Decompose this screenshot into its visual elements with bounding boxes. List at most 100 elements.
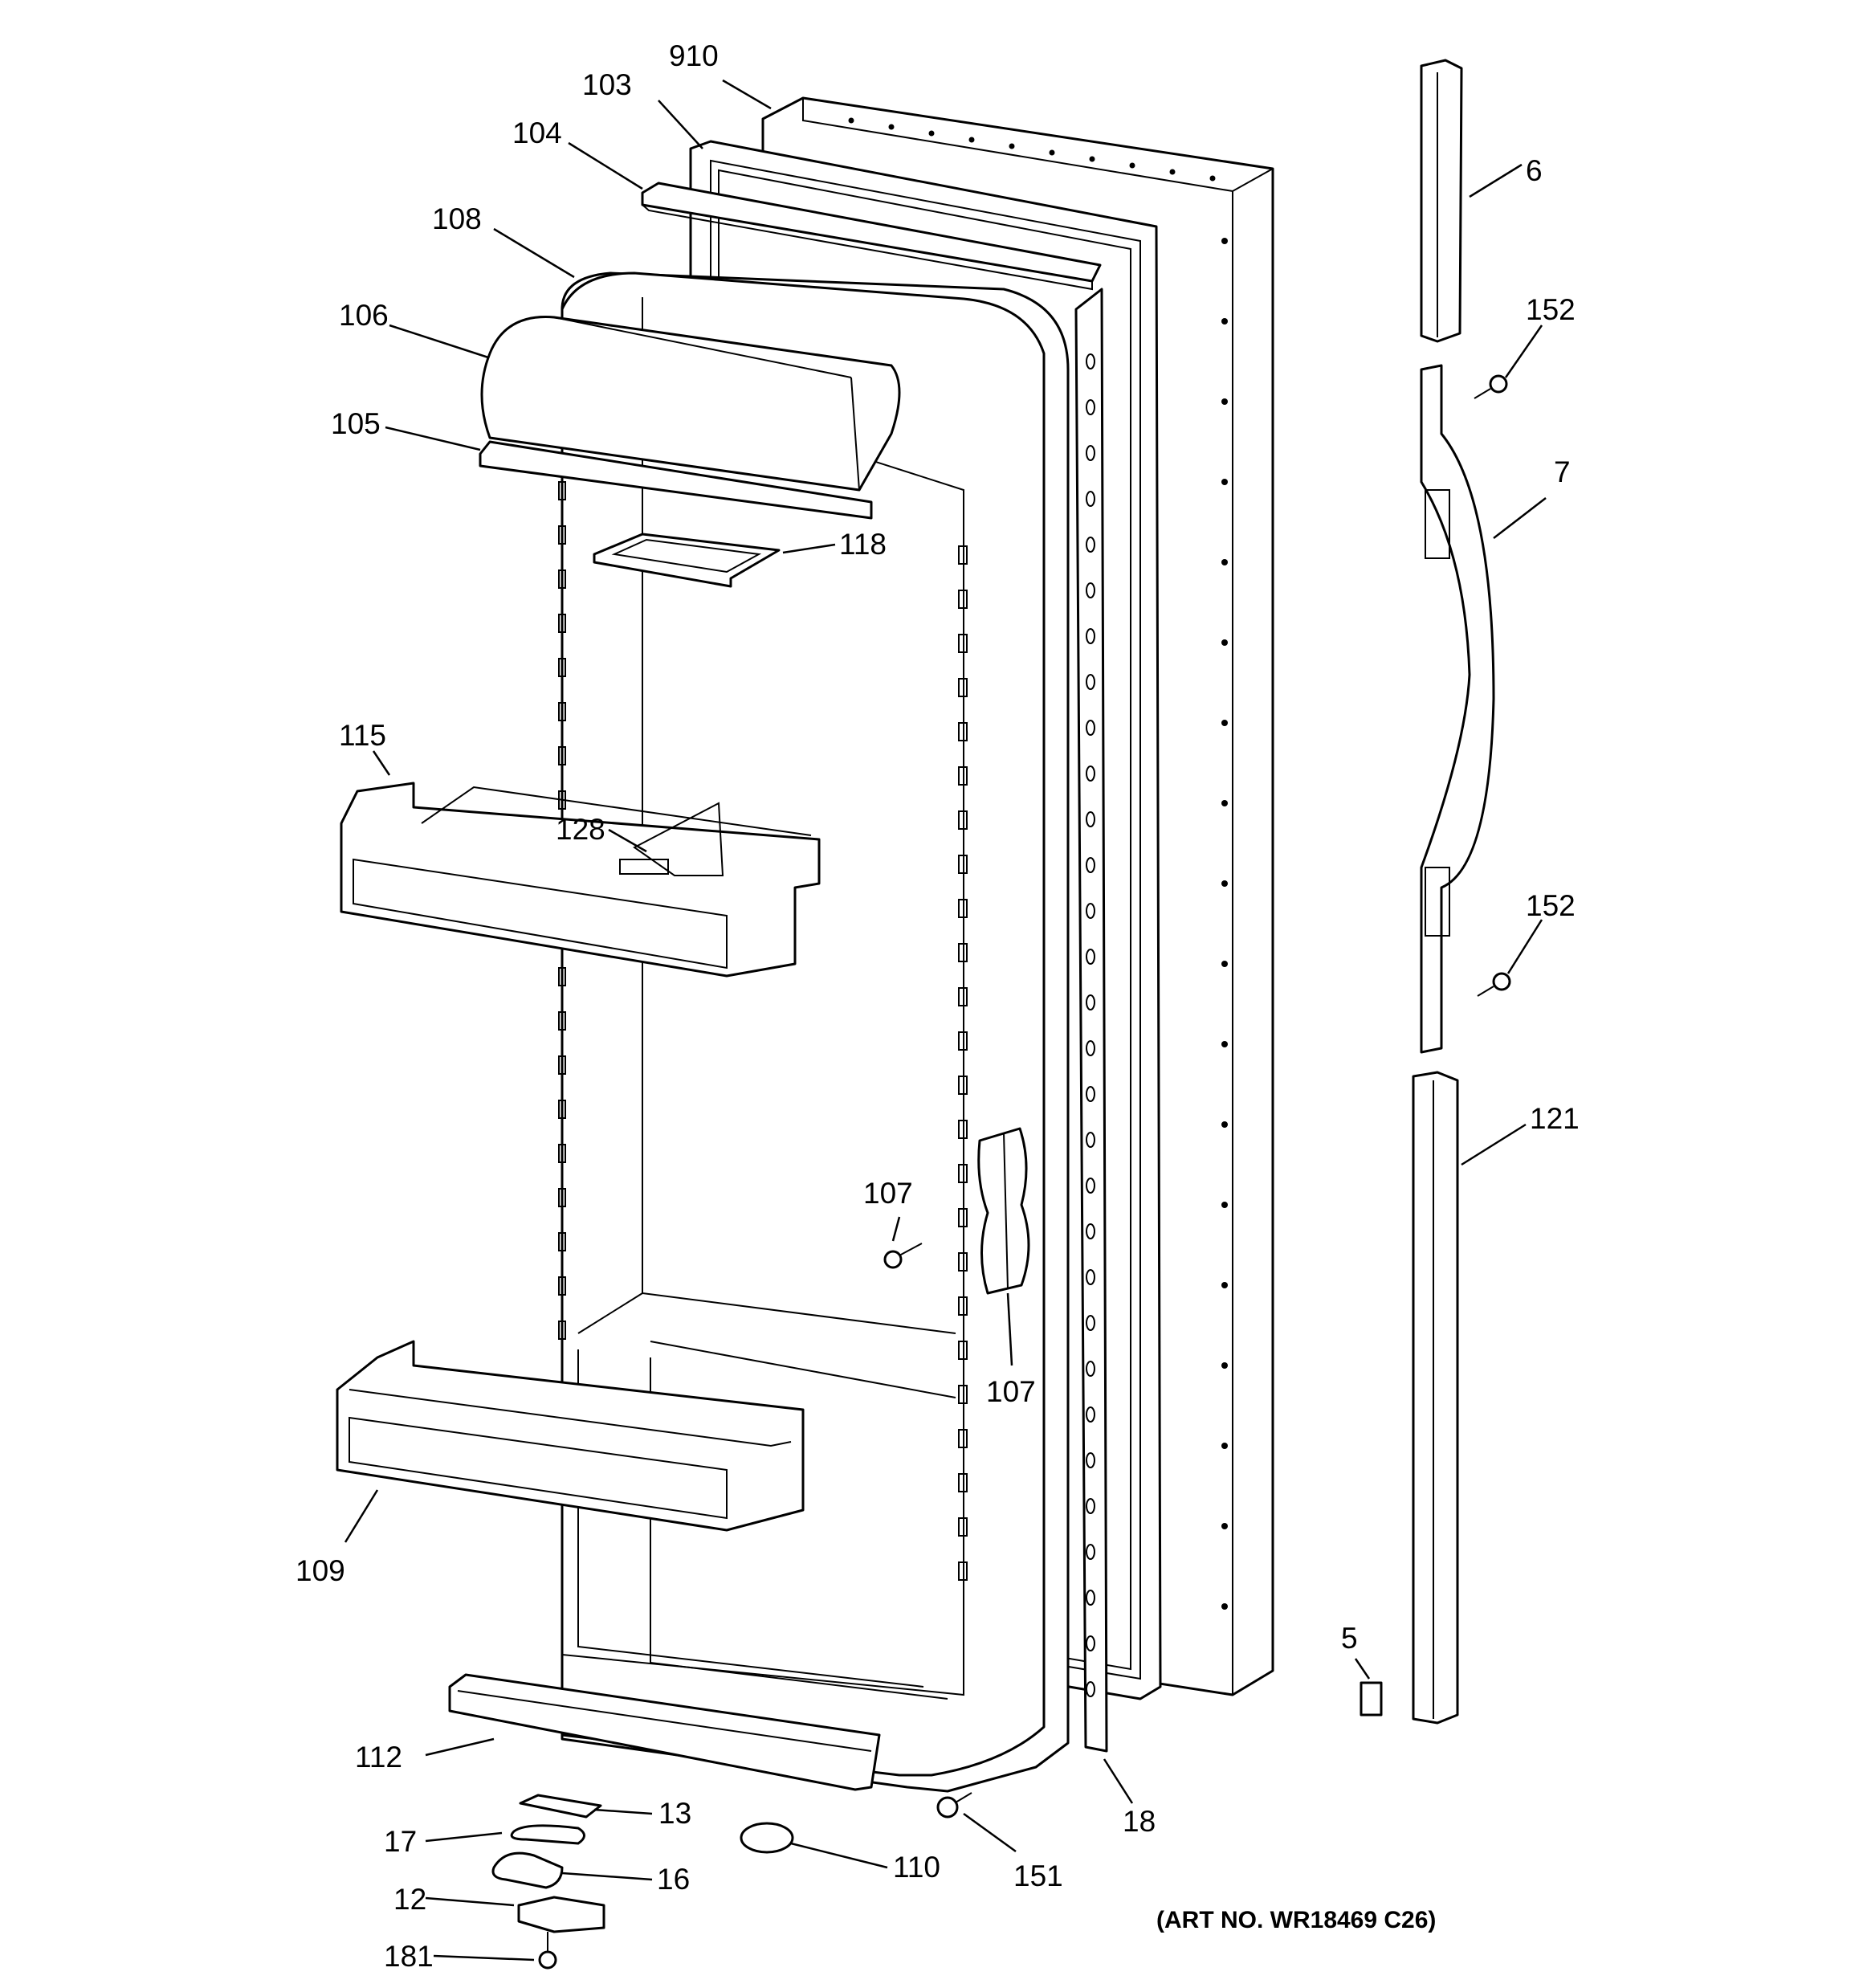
panel-hole bbox=[1221, 1523, 1228, 1529]
shelf-slot bbox=[558, 1011, 566, 1031]
screw-151 bbox=[936, 1792, 972, 1819]
label-16: 16 bbox=[657, 1863, 690, 1896]
shelf-slot bbox=[958, 722, 968, 741]
strip-hole bbox=[1086, 1178, 1095, 1194]
panel-hole bbox=[1221, 559, 1228, 565]
panel-hole bbox=[848, 117, 854, 124]
shelf-slot bbox=[558, 702, 566, 721]
strip-hole bbox=[1086, 720, 1095, 736]
handle-lower-trim bbox=[1412, 1071, 1459, 1725]
strip-hole bbox=[1086, 1498, 1095, 1514]
egg-tray bbox=[593, 533, 781, 588]
shelf-slot bbox=[558, 1144, 566, 1163]
shelf-slot bbox=[958, 1296, 968, 1316]
hinge-strip bbox=[1074, 288, 1108, 1753]
shelf-slot bbox=[958, 634, 968, 653]
panel-hole bbox=[1221, 800, 1228, 806]
clip-5 bbox=[1360, 1681, 1383, 1717]
shelf-slot bbox=[958, 1120, 968, 1139]
panel-hole bbox=[968, 137, 975, 143]
strip-hole bbox=[1086, 811, 1095, 827]
label-128: 128 bbox=[556, 813, 605, 846]
label-112: 112 bbox=[355, 1741, 402, 1774]
screw-152-lower bbox=[1477, 972, 1511, 997]
panel-hole bbox=[888, 124, 895, 130]
label-104: 104 bbox=[512, 116, 562, 149]
shelf-slot bbox=[958, 1164, 968, 1183]
shelf-slot bbox=[558, 525, 566, 545]
shelf-slot bbox=[958, 899, 968, 918]
strip-hole bbox=[1086, 1681, 1095, 1697]
shelf-slot bbox=[958, 943, 968, 962]
label-118: 118 bbox=[839, 528, 887, 561]
shelf-slot bbox=[958, 1252, 968, 1272]
panel-hole bbox=[1221, 961, 1228, 967]
handle-top-cap bbox=[1420, 59, 1463, 343]
shelf-slot bbox=[958, 590, 968, 609]
shelf-slot bbox=[958, 1473, 968, 1492]
hinge-bracket bbox=[977, 1127, 1030, 1295]
shelf-slot bbox=[958, 1385, 968, 1404]
label-152-lower: 152 bbox=[1526, 889, 1576, 922]
panel-hole bbox=[1221, 398, 1228, 405]
panel-hole bbox=[1221, 318, 1228, 325]
door-bin-upper bbox=[340, 782, 821, 978]
panel-hole bbox=[1221, 479, 1228, 485]
shelf-slot bbox=[958, 1076, 968, 1095]
shelf-slot bbox=[958, 1031, 968, 1051]
panel-hole bbox=[1169, 169, 1176, 175]
panel-hole bbox=[1221, 1202, 1228, 1208]
label-7: 7 bbox=[1554, 455, 1571, 488]
shelf-slot bbox=[958, 1429, 968, 1448]
shelf-slot bbox=[558, 746, 566, 765]
screw-107 bbox=[883, 1243, 923, 1269]
shelf-slot bbox=[558, 481, 566, 500]
strip-hole bbox=[1086, 1452, 1095, 1468]
shelf-slot bbox=[958, 1517, 968, 1537]
shelf-slot bbox=[958, 678, 968, 697]
shelf-slot bbox=[958, 855, 968, 874]
panel-hole bbox=[1049, 149, 1055, 156]
shelf-slot bbox=[558, 614, 566, 633]
label-17: 17 bbox=[384, 1825, 417, 1858]
strip-hole bbox=[1086, 1315, 1095, 1331]
label-110: 110 bbox=[893, 1851, 940, 1884]
strip-hole bbox=[1086, 1223, 1095, 1239]
shelf-slot bbox=[558, 1188, 566, 1207]
label-18: 18 bbox=[1123, 1805, 1156, 1838]
shelf-slot bbox=[558, 569, 566, 589]
panel-hole bbox=[1221, 238, 1228, 244]
label-6: 6 bbox=[1526, 154, 1543, 187]
screw-181 bbox=[538, 1932, 557, 1970]
strip-hole bbox=[1086, 1269, 1095, 1285]
dairy-shelf-trim bbox=[479, 440, 873, 520]
shelf-slot bbox=[558, 1232, 566, 1251]
label-121: 121 bbox=[1530, 1102, 1580, 1135]
label-12: 12 bbox=[393, 1883, 426, 1916]
panel-hole bbox=[1009, 143, 1015, 149]
label-13: 13 bbox=[658, 1797, 691, 1830]
panel-hole bbox=[1221, 1443, 1228, 1449]
strip-hole bbox=[1086, 674, 1095, 690]
shelf-slot bbox=[958, 810, 968, 830]
label-910: 910 bbox=[669, 39, 719, 72]
label-5: 5 bbox=[1341, 1622, 1358, 1655]
strip-hole bbox=[1086, 445, 1095, 461]
label-109: 109 bbox=[296, 1554, 345, 1587]
panel-hole bbox=[1221, 1121, 1228, 1128]
hinge-cover bbox=[740, 1822, 794, 1854]
strip-hole bbox=[1086, 353, 1095, 369]
shelf-slot bbox=[558, 1100, 566, 1119]
door-handle bbox=[1420, 364, 1495, 1054]
strip-hole bbox=[1086, 1040, 1095, 1056]
shelf-slot bbox=[558, 1276, 566, 1296]
label-105: 105 bbox=[331, 407, 381, 440]
panel-hole bbox=[1221, 1603, 1228, 1610]
shelf-slot bbox=[558, 658, 566, 677]
strip-hole bbox=[1086, 582, 1095, 598]
strip-hole bbox=[1086, 1361, 1095, 1377]
panel-hole bbox=[1221, 639, 1228, 646]
strip-hole bbox=[1086, 537, 1095, 553]
label-181: 181 bbox=[384, 1940, 434, 1973]
